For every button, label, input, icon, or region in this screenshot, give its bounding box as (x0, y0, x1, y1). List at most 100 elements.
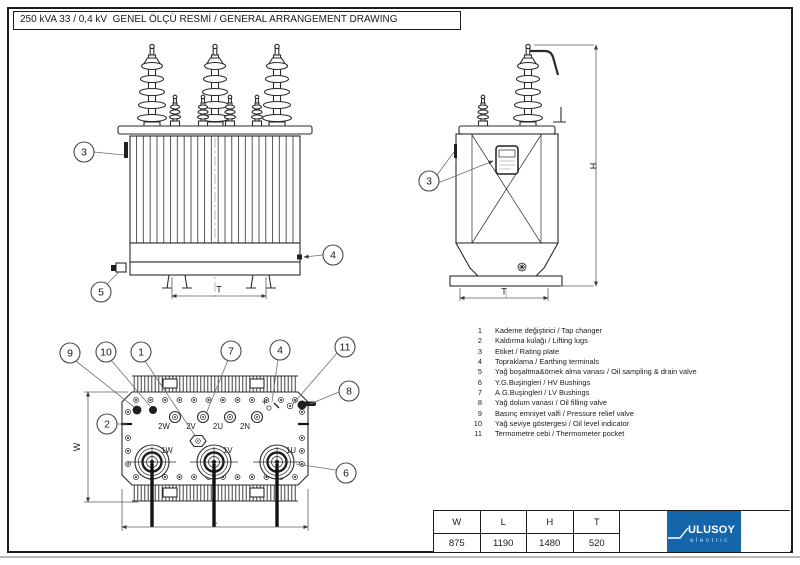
callout-earthing (322, 244, 344, 266)
tank-band (129, 242, 301, 263)
rating-plate-edge (124, 142, 128, 158)
front-view: 3 4 5 T (73, 43, 344, 303)
lifting-lug-slot (162, 487, 178, 498)
dim-value-l: 1190 (481, 534, 527, 552)
base-plate (449, 275, 563, 287)
drain-valve (115, 262, 127, 273)
part-label: Topraklama / Earthing terminals (495, 357, 599, 367)
part-label: Y.G.Buşingleri / HV Bushings (495, 377, 591, 387)
callout-tap-changer (130, 341, 152, 363)
part-number: 7 (477, 388, 482, 398)
lid-bracket (553, 107, 566, 123)
tank-lid-side (458, 125, 556, 135)
parts-list: 1 Kademe değiştirici / Tap changer 2 Kaldı… (462, 326, 772, 440)
callout-rating-plate-side (418, 170, 440, 192)
part-label: Kaldırma kulağı / Lifting lugs (495, 336, 588, 346)
callout-number: 1 (138, 347, 144, 359)
callout-number: 7 (228, 346, 234, 358)
part-number: 4 (477, 357, 482, 367)
rating-plate (495, 145, 519, 175)
tap-changer (189, 434, 207, 448)
lifting-lug-slot (162, 378, 178, 389)
parts-list-item: 4 Topraklama / Earthing terminals (462, 357, 772, 367)
dim-header-w: W (434, 511, 481, 534)
lv-terminal-label: 2U (213, 422, 223, 431)
lv-bushing-top (196, 410, 210, 424)
part-number: 1 (477, 326, 482, 335)
hv-bushing-stems (150, 464, 279, 527)
skirt-bolt (517, 262, 527, 272)
oil-filling-valve (297, 400, 316, 410)
lv-bushing-top (223, 410, 237, 424)
lv-bushing-top (250, 410, 264, 424)
parts-list-item: 6 Y.G.Buşingleri / HV Bushings (462, 378, 772, 388)
dimension-table: W L H T 875 1190 1480 520 (433, 510, 621, 553)
hv-bushing-side (512, 43, 544, 128)
part-label: Basınç emniyet valfi / Pressure relief v… (495, 408, 634, 418)
dim-header-l: L (480, 511, 527, 534)
lv-terminal-label: 2N (240, 422, 250, 431)
callout-drain-valve (90, 281, 112, 303)
callout-number: 4 (277, 345, 283, 357)
callout-hv-bushings (335, 462, 357, 484)
callout-lifting-lugs (96, 413, 118, 435)
drawing-title: 250 kVA 33 / 0,4 kV GENEL ÖLÇÜ RESMİ / G… (13, 11, 461, 30)
sheet-frame (7, 7, 793, 553)
callout-number: 6 (343, 468, 349, 480)
part-number: 2 (477, 336, 482, 346)
parts-list-item: 7 A.G.Buşingleri / LV Bushings (462, 388, 772, 398)
side-view: 3 H T (418, 43, 599, 301)
pressure-relief-valve (132, 405, 142, 415)
dim-label-l: L (212, 516, 217, 526)
lv-bushing-front (168, 94, 182, 127)
callout-earthing-top (269, 339, 291, 361)
logo-swoosh-icon (668, 527, 689, 539)
lv-bushing-top (168, 410, 182, 424)
earthing-terminal (297, 254, 302, 260)
callout-number: 11 (340, 342, 351, 354)
logo-brand-subtitle: electric (690, 537, 730, 544)
hv-bushing-front (136, 43, 168, 128)
dim-value-w: 875 (434, 534, 481, 552)
part-number: 10 (473, 419, 482, 429)
top-view: 2W 2V 2U 2N 1W 1V 1U (59, 336, 360, 531)
lv-bushing-side (476, 94, 490, 127)
callout-thermometer (334, 336, 356, 358)
part-label: Kademe değiştirici / Tap changer (495, 326, 603, 335)
title-block-logo-cell: ULUSOY electric (619, 510, 790, 552)
tank-base-band (129, 261, 301, 276)
dim-label-h: H (588, 163, 598, 170)
callout-number: 10 (100, 347, 112, 359)
sheet-edge-shadow (0, 556, 800, 558)
part-label: Yağ boşaltma&örnek alma vanası / Oil sam… (495, 367, 697, 377)
part-number: 11 (474, 429, 482, 439)
tank-skirt (455, 242, 559, 277)
callout-oil-level (95, 341, 117, 363)
callout-number: 3 (426, 176, 432, 188)
dim-label-t: T (501, 287, 507, 297)
part-number: 6 (477, 377, 482, 387)
ulusoy-logo: ULUSOY electric (667, 511, 741, 552)
callout-number: 9 (67, 348, 73, 360)
tank-lid (117, 125, 313, 135)
lv-terminal-label: 2W (158, 422, 170, 431)
dim-label-t: T (216, 285, 222, 295)
hv-terminal-label: 1V (223, 446, 233, 455)
hv-terminal-label: 1U (286, 446, 296, 455)
dim-header-t: T (573, 511, 620, 534)
dim-value-t: 520 (588, 537, 605, 549)
callout-number: 5 (98, 287, 104, 299)
callout-number: 4 (330, 250, 336, 262)
lv-terminal-label: 2V (186, 422, 196, 431)
lifting-lug-slot (249, 378, 265, 389)
rating-plate-edge-side (454, 144, 457, 158)
hv-conductor-arm (530, 49, 560, 76)
earthing-terminal-top (262, 399, 280, 411)
part-label: A.G.Buşingleri / LV Bushings (495, 388, 590, 398)
